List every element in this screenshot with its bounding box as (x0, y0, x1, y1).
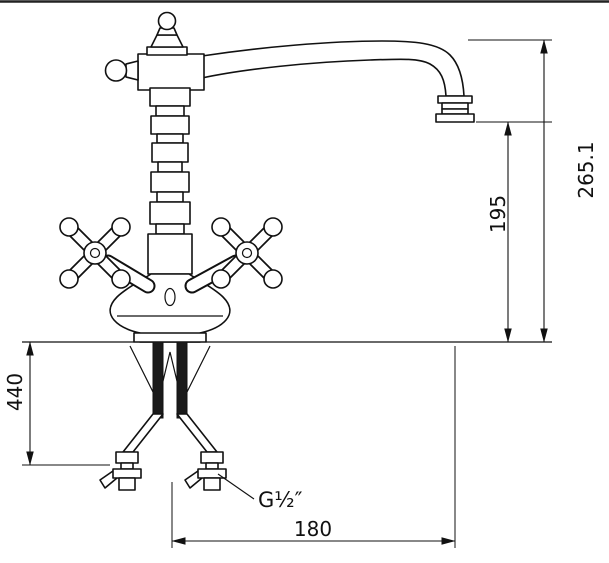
hose-fitting-right (184, 451, 227, 491)
top-finial (146, 11, 188, 56)
mounting-stud-right (176, 341, 188, 419)
dim-label-195: 195 (486, 195, 510, 233)
dim-label-265: 265.1 (574, 141, 598, 198)
countertop-break-lines (129, 345, 211, 404)
left-ball-ornament (104, 59, 139, 82)
thread-leader-line (217, 473, 255, 500)
supply-hose-right (176, 413, 218, 453)
base-ornament (164, 287, 176, 307)
faucet-drawing (59, 11, 475, 343)
right-cross-handle (211, 217, 283, 289)
thread-label: G½″ (258, 488, 303, 512)
dim-label-180: 180 (294, 517, 332, 541)
dim-label-440: 440 (3, 373, 27, 411)
faucet-head (137, 53, 205, 91)
hose-fitting-left (99, 451, 142, 491)
mounting-stud-left (152, 341, 164, 419)
spout (201, 40, 465, 97)
column (147, 87, 193, 275)
left-cross-handle (59, 217, 131, 289)
dimensions: 265.1 195 440 180 G½″ (3, 39, 598, 548)
base-bell (109, 273, 231, 343)
supply-hose-left (122, 413, 164, 453)
below-deck (22, 341, 552, 491)
spout-outlet-aerator (435, 95, 475, 123)
